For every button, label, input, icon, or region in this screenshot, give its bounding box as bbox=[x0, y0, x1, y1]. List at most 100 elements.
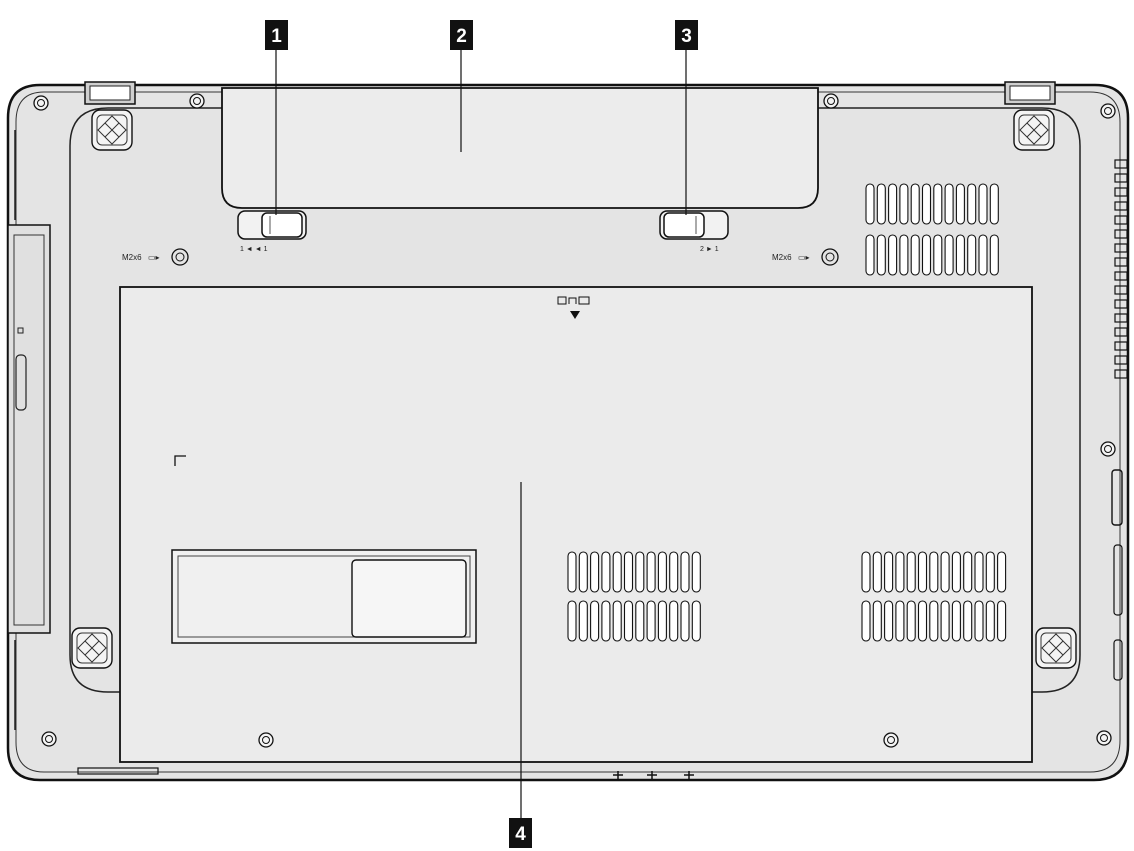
vent-slot bbox=[929, 551, 939, 593]
vent-slot bbox=[985, 600, 995, 642]
port-slot bbox=[1114, 341, 1128, 351]
corner-marker bbox=[174, 455, 186, 466]
vent-slot bbox=[680, 600, 690, 642]
vent-slot bbox=[657, 600, 667, 642]
side-port bbox=[1113, 544, 1123, 616]
optical-eject-slot bbox=[15, 354, 27, 411]
vent-slot bbox=[940, 600, 950, 642]
vent-slot bbox=[917, 600, 928, 642]
foot-pad-icon bbox=[1035, 627, 1077, 669]
vent-slot bbox=[680, 551, 690, 593]
vent-slot bbox=[865, 234, 875, 276]
callout-2: 2 bbox=[450, 20, 473, 50]
vent-slot bbox=[578, 551, 588, 593]
callout-2-label: 2 bbox=[456, 26, 467, 47]
port-slot bbox=[1114, 159, 1128, 169]
port-slot bbox=[1114, 271, 1128, 281]
vent-slot bbox=[635, 551, 645, 593]
vent-slot bbox=[910, 183, 920, 225]
screw-icon bbox=[1100, 441, 1116, 457]
screw-icon bbox=[1100, 103, 1116, 119]
vent-slot bbox=[929, 600, 939, 642]
vent-slot bbox=[989, 183, 999, 225]
battery-pack bbox=[221, 87, 819, 209]
vent-slot bbox=[963, 600, 973, 642]
unlock-icon: 1 ◄ ◄ 1 bbox=[240, 246, 268, 253]
hinge-left bbox=[84, 81, 136, 105]
vent-slot bbox=[657, 551, 667, 593]
port-slot bbox=[1114, 299, 1128, 309]
laptop-base-inner-edge bbox=[15, 91, 1121, 773]
vent-slot bbox=[933, 183, 943, 225]
vent-slot bbox=[590, 600, 600, 642]
screw-arrow-left-icon: ▭▸ bbox=[148, 253, 160, 262]
vent-slot bbox=[590, 551, 600, 593]
vent-slot bbox=[963, 551, 973, 593]
vent-slot bbox=[899, 234, 909, 276]
vent-slot bbox=[691, 600, 701, 642]
screw-marking-left: M2x6 ▭▸ bbox=[122, 248, 189, 266]
memory-label-area-inner bbox=[177, 555, 471, 638]
vent-slot bbox=[888, 183, 898, 225]
vent-slot bbox=[669, 600, 679, 642]
vent-slot bbox=[978, 183, 988, 225]
port-slot bbox=[1114, 369, 1128, 379]
vent-slot bbox=[635, 600, 645, 642]
vent-grille-icon bbox=[865, 183, 999, 276]
port-slot bbox=[1114, 215, 1128, 225]
hinge-right bbox=[1004, 81, 1056, 105]
vent-grille-icon bbox=[567, 551, 701, 642]
vent-slot bbox=[955, 183, 965, 225]
vent-slot bbox=[974, 600, 984, 642]
vent-slot bbox=[917, 551, 928, 593]
screw-icon bbox=[41, 731, 57, 747]
port-slot bbox=[1114, 243, 1128, 253]
memory-label-window bbox=[351, 559, 467, 638]
vent-slot bbox=[895, 600, 905, 642]
callout-3-label: 3 bbox=[681, 26, 692, 47]
screws bbox=[33, 93, 1116, 748]
vent-slot bbox=[985, 551, 995, 593]
vent-slot bbox=[884, 551, 894, 593]
vent-slot bbox=[669, 551, 679, 593]
vent-slot bbox=[567, 600, 577, 642]
foot-pad-icon bbox=[1013, 109, 1055, 151]
vent-slot bbox=[906, 600, 916, 642]
vent-slot bbox=[646, 551, 656, 593]
usb-port bbox=[1111, 469, 1123, 526]
screw-icon bbox=[189, 93, 205, 109]
vent-slot bbox=[921, 183, 932, 225]
component-icons bbox=[557, 296, 590, 319]
vent-slot bbox=[967, 183, 977, 225]
vent-slot bbox=[876, 183, 886, 225]
screw-icon bbox=[883, 732, 899, 748]
callout-4: 4 bbox=[509, 818, 532, 848]
vent-slot bbox=[888, 234, 898, 276]
screw-icon bbox=[823, 93, 839, 109]
screw-icon bbox=[258, 732, 274, 748]
foot-pad-icon bbox=[71, 627, 113, 669]
vent-slot bbox=[895, 551, 905, 593]
front-edge-strip bbox=[77, 767, 159, 775]
screw-spec-right: M2x6 bbox=[772, 253, 792, 262]
port-slot bbox=[1114, 173, 1128, 183]
vent-slot bbox=[567, 551, 577, 593]
vent-slot bbox=[989, 234, 999, 276]
screw-icon bbox=[1096, 730, 1112, 746]
vent-slot bbox=[955, 234, 965, 276]
vent-slot bbox=[910, 234, 920, 276]
optical-drive-inner bbox=[13, 234, 45, 626]
vent-slot bbox=[997, 600, 1007, 642]
port-slot bbox=[1114, 327, 1128, 337]
vent-slot bbox=[906, 551, 916, 593]
callout-1: 1 bbox=[265, 20, 288, 50]
vent-slot bbox=[876, 234, 886, 276]
callout-3: 3 bbox=[675, 20, 698, 50]
vent-slot bbox=[884, 600, 894, 642]
vent-slot bbox=[872, 600, 882, 642]
vent-slot bbox=[974, 551, 984, 593]
callout-4-label: 4 bbox=[515, 824, 526, 845]
vent-slot bbox=[921, 234, 932, 276]
headphone-icon bbox=[1113, 639, 1123, 681]
